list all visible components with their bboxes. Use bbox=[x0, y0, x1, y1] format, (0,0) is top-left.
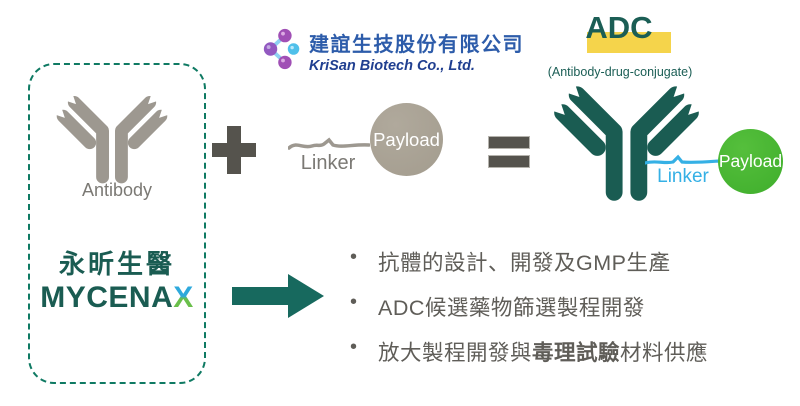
antibody-icon bbox=[52, 69, 172, 189]
adc-subtitle: (Antibody-drug-conjugate) bbox=[547, 65, 693, 79]
bullet-text: ADC候選藥物篩選製程開發 bbox=[378, 296, 645, 320]
adc-payload-circle: Payload bbox=[718, 129, 783, 194]
adc-linker-squiggle-icon bbox=[645, 154, 719, 165]
payload-circle: Payload bbox=[370, 103, 443, 176]
adc-payload-label: Payload bbox=[718, 151, 783, 171]
bullet-list: • 抗體的設計、開發及GMP生產 • ADC候選藥物篩選製程開發 • 放大製程開發與毒理試… bbox=[350, 246, 708, 381]
adc-linker-label: Linker bbox=[657, 166, 709, 187]
mycenax-logo-text: MYCENA bbox=[40, 281, 174, 314]
right-arrow-icon bbox=[232, 274, 324, 318]
plus-icon bbox=[212, 126, 256, 174]
adc-heading: ADC (Antibody-drug-conjugate) bbox=[540, 10, 700, 86]
bullet-item: • ADC候選藥物篩選製程開發 bbox=[350, 291, 708, 322]
krisan-company-name-zh: 建誼生技股份有限公司 bbox=[309, 34, 524, 56]
bullet-dot: • bbox=[350, 336, 358, 358]
mycenax-panel bbox=[28, 63, 206, 384]
krisan-company-name-en: KriSan Biotech Co., Ltd. bbox=[309, 58, 475, 74]
adc-yellow-highlight bbox=[587, 32, 671, 53]
bullet-dot: • bbox=[350, 246, 358, 268]
linker-label: Linker bbox=[300, 152, 356, 174]
adc-title: ADC bbox=[585, 10, 653, 45]
bullet-text: 放大製程開發與毒理試驗材料供應 bbox=[378, 341, 709, 365]
mycenax-logo-x: X bbox=[173, 281, 194, 314]
payload-label: Payload bbox=[373, 128, 440, 150]
mycenax-chinese-name: 永昕生醫 bbox=[58, 249, 175, 279]
equals-icon bbox=[488, 136, 530, 174]
krisan-molecule-icon bbox=[263, 28, 300, 70]
mycenax-logo: MYCENAX bbox=[28, 281, 206, 315]
bullet-item: • 抗體的設計、開發及GMP生產 bbox=[350, 246, 708, 277]
antibody-label: Antibody bbox=[81, 180, 153, 200]
bullet-item: • 放大製程開發與毒理試驗材料供應 bbox=[350, 336, 708, 367]
linker-squiggle-icon bbox=[288, 137, 370, 150]
bullet-dot: • bbox=[350, 291, 358, 313]
krisan-logo: 建誼生技股份有限公司 KriSan Biotech Co., Ltd. bbox=[260, 26, 524, 74]
bullet-text: 抗體的設計、開發及GMP生產 bbox=[378, 251, 671, 275]
